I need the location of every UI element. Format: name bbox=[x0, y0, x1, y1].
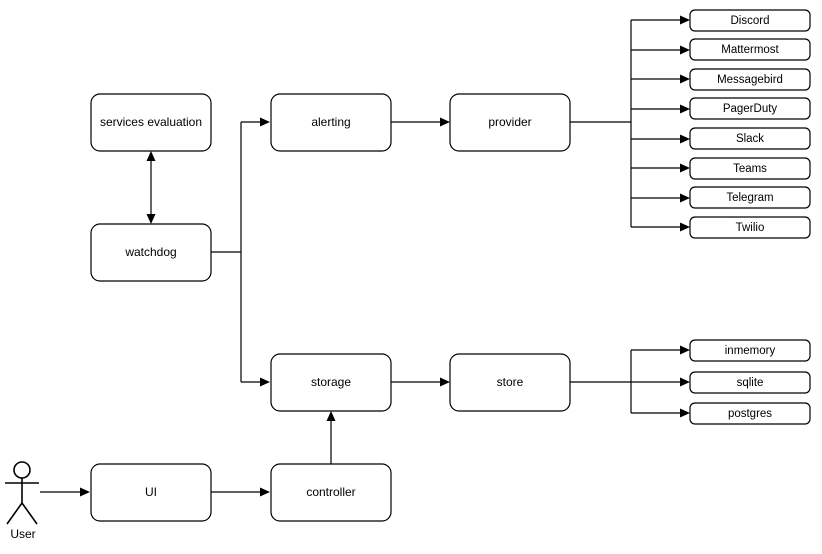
store-target-1[interactable]: sqlite bbox=[689, 371, 811, 394]
actor-user-label: User bbox=[10, 527, 35, 541]
edge-user-to-ui bbox=[40, 487, 90, 497]
node-services-evaluation[interactable]: services evaluation bbox=[90, 93, 212, 152]
provider-target-label: PagerDuty bbox=[723, 103, 778, 115]
store-target-label: postgres bbox=[728, 408, 772, 420]
provider-target-1[interactable]: Mattermost bbox=[689, 38, 811, 61]
node-store-label: store bbox=[497, 375, 524, 389]
provider-target-label: Mattermost bbox=[721, 44, 779, 56]
node-ui-label: UI bbox=[145, 485, 157, 499]
stick-figure-actor-icon bbox=[13, 461, 31, 479]
node-storage-label: storage bbox=[311, 375, 351, 389]
provider-target-label: Twilio bbox=[736, 222, 765, 234]
edge-store-fanout bbox=[570, 345, 690, 418]
node-services-evaluation-label: services evaluation bbox=[100, 115, 202, 129]
provider-target-0[interactable]: Discord bbox=[689, 9, 811, 32]
edge-storage-to-store bbox=[391, 377, 450, 387]
actor-user[interactable]: User bbox=[5, 461, 39, 541]
provider-target-3[interactable]: PagerDuty bbox=[689, 97, 811, 120]
edge-ui-to-controller bbox=[211, 487, 270, 497]
node-alerting-label: alerting bbox=[311, 115, 350, 129]
store-target-label: sqlite bbox=[737, 377, 764, 389]
node-provider[interactable]: provider bbox=[449, 93, 571, 152]
node-storage[interactable]: storage bbox=[270, 353, 392, 412]
provider-target-2[interactable]: Messagebird bbox=[689, 68, 811, 91]
provider-target-6[interactable]: Telegram bbox=[689, 186, 811, 209]
store-target-label: inmemory bbox=[725, 345, 776, 357]
provider-target-label: Telegram bbox=[726, 192, 773, 204]
provider-target-5[interactable]: Teams bbox=[689, 157, 811, 180]
edge-alerting-to-provider bbox=[391, 117, 450, 127]
node-alerting[interactable]: alerting bbox=[270, 93, 392, 152]
edge-provider-fanout bbox=[570, 15, 690, 232]
provider-target-label: Discord bbox=[731, 15, 770, 27]
node-provider-label: provider bbox=[488, 115, 531, 129]
edge-watchdog-services-evaluation bbox=[146, 151, 156, 224]
node-controller-label: controller bbox=[306, 485, 355, 499]
provider-target-label: Slack bbox=[736, 133, 764, 145]
store-target-2[interactable]: postgres bbox=[689, 402, 811, 425]
edge-controller-to-storage bbox=[326, 411, 336, 464]
node-ui[interactable]: UI bbox=[90, 463, 212, 522]
store-target-0[interactable]: inmemory bbox=[689, 339, 811, 362]
edge-layer bbox=[40, 15, 690, 497]
provider-target-4[interactable]: Slack bbox=[689, 127, 811, 150]
node-watchdog-label: watchdog bbox=[124, 245, 176, 259]
node-watchdog[interactable]: watchdog bbox=[90, 223, 212, 282]
provider-target-label: Teams bbox=[733, 163, 767, 175]
node-controller[interactable]: controller bbox=[270, 463, 392, 522]
node-store[interactable]: store bbox=[449, 353, 571, 412]
provider-target-7[interactable]: Twilio bbox=[689, 216, 811, 239]
edge-watchdog-branch bbox=[211, 117, 270, 387]
provider-target-label: Messagebird bbox=[717, 74, 783, 86]
